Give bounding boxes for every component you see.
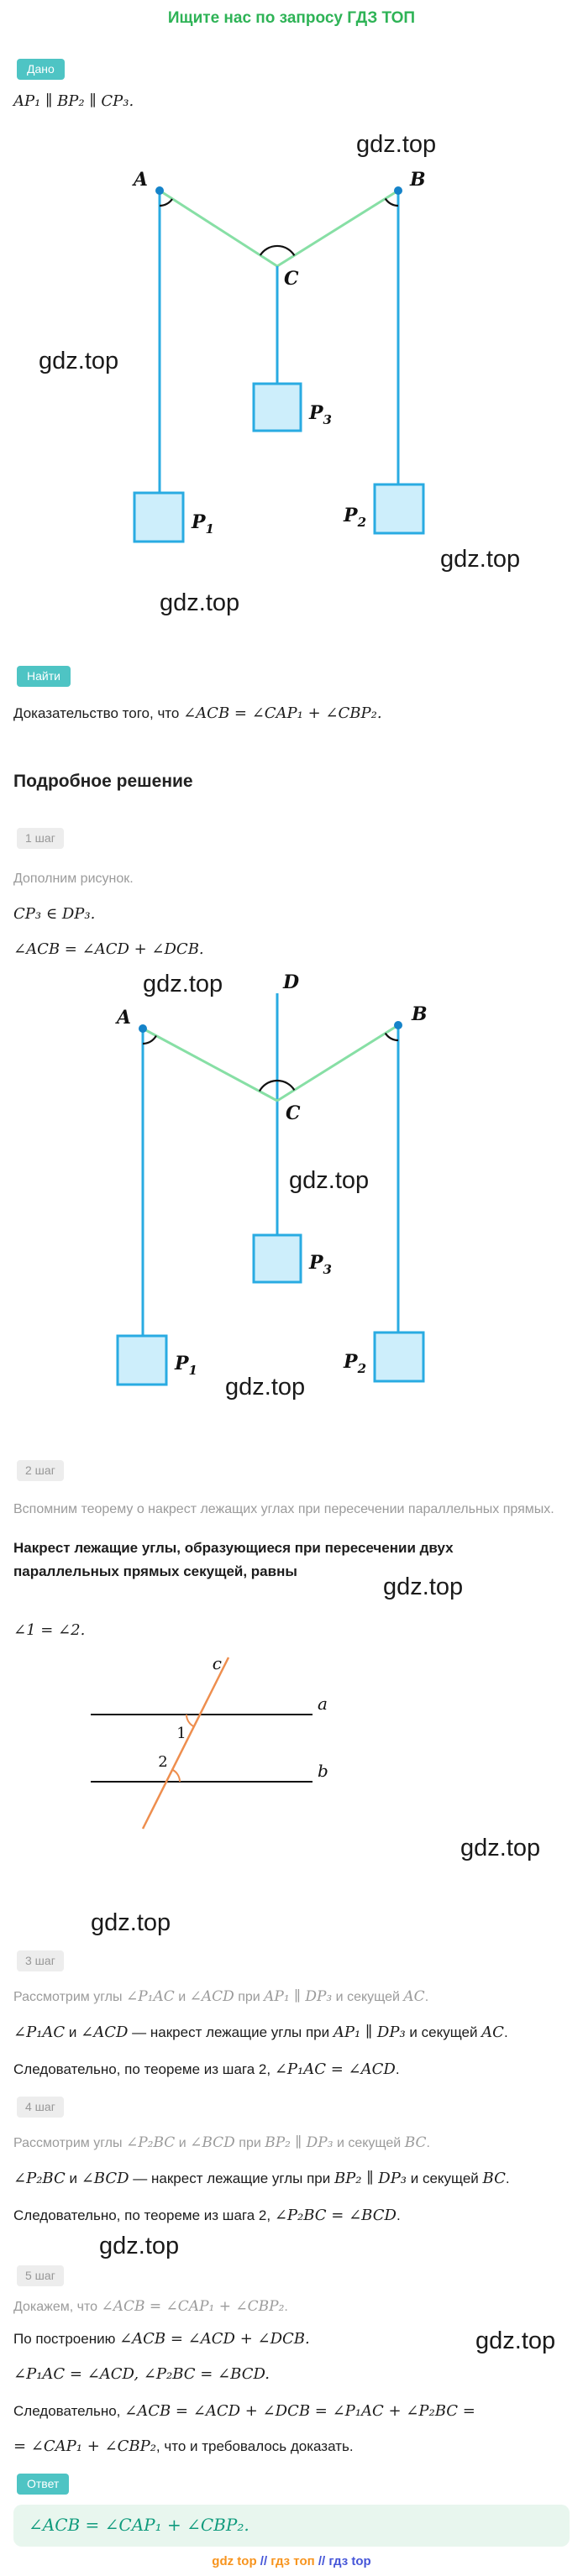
transversal-c xyxy=(141,1657,230,1830)
angle-arc-c xyxy=(259,244,296,256)
promo-banner: Ищите нас по запросу ГДЗ ТОП xyxy=(167,9,416,27)
step-3-badge: 3 шаг xyxy=(17,1950,64,1971)
label-c: C xyxy=(284,268,299,290)
watermark: gdz.top xyxy=(440,546,520,573)
segment-b-c xyxy=(276,1024,399,1102)
watermark: gdz.top xyxy=(460,1835,540,1861)
weight-p1-square xyxy=(116,1334,168,1386)
weight-p1-square xyxy=(133,491,185,543)
label-b: B xyxy=(411,1003,428,1025)
watermark: gdz.top xyxy=(143,971,223,997)
segment-a-c xyxy=(142,1027,278,1102)
watermark: gdz.top xyxy=(91,1909,171,1936)
step-1-badge: 1 шаг xyxy=(17,828,64,849)
label-p1: P1 xyxy=(174,1353,197,1378)
watermark: gdz.top xyxy=(475,2327,556,2354)
answer-statement: ∠ACB = ∠CAP₁ + ∠CBP₂. xyxy=(29,2515,249,2535)
step-4-line-1: ∠P₂BC и ∠BCD — накрест лежащие углы при … xyxy=(13,2170,510,2187)
angle-arc-2 xyxy=(171,1768,181,1783)
angle-arc-1 xyxy=(185,1714,195,1728)
label-c: c xyxy=(213,1653,222,1673)
weight-p2-square xyxy=(373,483,425,535)
label-p3: P3 xyxy=(308,1252,332,1277)
step-1-line-2: ∠ACB = ∠ACD + ∠DCB. xyxy=(13,940,204,958)
theorem-text: Накрест лежащие углы, образующиеся при п… xyxy=(13,1540,454,1579)
watermark: gdz.top xyxy=(39,348,118,374)
step-3: 3 шаг Рассмотрим углы ∠P₁AC и ∠ACD при A… xyxy=(0,1937,583,2080)
label-p2: P2 xyxy=(343,505,366,530)
label-angle-1: 1 xyxy=(176,1725,186,1742)
step-5-line-3: Следовательно, ∠ACB = ∠ACD + ∠DCB = ∠P₁A… xyxy=(13,2402,475,2420)
given-badge: Дано xyxy=(17,59,65,80)
weight-p3-square xyxy=(252,382,302,432)
step-3-line-1: ∠P₁AC и ∠ACD — накрест лежащие углы при … xyxy=(13,2024,508,2041)
label-a: A xyxy=(132,169,148,191)
solution-title: Подробное решение xyxy=(13,772,193,791)
step-1-note: Дополним рисунок. xyxy=(13,872,134,886)
answer-badge: Ответ xyxy=(17,2474,70,2495)
watermark: gdz.top xyxy=(225,1374,305,1401)
footer: gdz top // гдз топ // гдз top xyxy=(212,2554,371,2568)
label-line-a: a xyxy=(318,1694,328,1714)
label-d: D xyxy=(282,971,299,993)
point-b xyxy=(394,186,402,195)
label-c: C xyxy=(286,1102,301,1124)
step-5-line-4: = ∠CAP₁ + ∠CBP₂, что и требовалось доказ… xyxy=(13,2437,354,2455)
step-1-line-1: CP₃ ∈ DP₃. xyxy=(13,905,96,923)
step-3-note: Рассмотрим углы ∠P₁AC и ∠ACD при AP₁ ∥ D… xyxy=(13,1988,429,2005)
step-2-line-1: ∠1 = ∠2. xyxy=(13,1621,86,1639)
step-2-note: Вспомним теорему о накрест лежащих углах… xyxy=(13,1502,554,1516)
watermark: gdz.top xyxy=(356,131,436,158)
step-5: 5 шаг Докажем, что ∠ACB = ∠CAP₁ + ∠CBP₂.… xyxy=(0,2260,583,2457)
given-statement: AP₁ ∥ BP₂ ∥ CP₃. xyxy=(13,92,134,110)
find-badge: Найти xyxy=(17,666,71,687)
step-5-line-2: ∠P₁AC = ∠ACD, ∠P₂BC = ∠BCD. xyxy=(13,2365,270,2383)
watermark: gdz.top xyxy=(289,1167,369,1194)
point-a xyxy=(139,1024,147,1033)
angle-arc-a xyxy=(142,1034,157,1045)
step-1: 1 шаг Дополним рисунок. CP₃ ∈ DP₃. ∠ACB … xyxy=(0,793,583,960)
step-2: 2 шаг Вспомним теорему о накрест лежащих… xyxy=(0,1405,583,1641)
step-4-note: Рассмотрим углы ∠P₂BC и ∠BCD при BP₂ ∥ D… xyxy=(13,2134,430,2151)
find-statement: Доказательство того, что ∠ACB = ∠CAP₁ + … xyxy=(13,704,382,722)
weight-p3-square xyxy=(252,1233,302,1284)
step-2-theorem: Накрест лежащие углы, образующиеся при п… xyxy=(13,1537,517,1600)
segment-a-c xyxy=(159,189,278,268)
figure-transversal: gdz.top c a b 1 2 xyxy=(91,1653,540,1861)
step-5-badge: 5 шаг xyxy=(17,2265,64,2286)
label-b: B xyxy=(409,169,426,191)
point-b xyxy=(394,1021,402,1029)
step-5-line-1: gdz.top По построению ∠ACB = ∠ACD + ∠DCB… xyxy=(13,2327,556,2354)
watermark: gdz.top xyxy=(160,589,239,616)
label-p2: P2 xyxy=(343,1351,366,1376)
step-3-line-2: Следовательно, по теореме из шага 2, ∠P₁… xyxy=(13,2060,400,2078)
label-p3: P3 xyxy=(308,402,332,427)
step-4-badge: 4 шаг xyxy=(17,2097,64,2118)
watermark: gdz.top xyxy=(383,1573,464,1600)
angle-arc-a xyxy=(159,198,173,207)
figure-construction: gdz.top gdz.top gdz.top D A B C P1 P2 P3 xyxy=(115,971,428,1401)
label-angle-2: 2 xyxy=(158,1753,167,1771)
angle-arc-b xyxy=(384,197,399,207)
step-4: 4 шаг Рассмотрим углы ∠P₂BC и ∠BCD при B… xyxy=(0,2080,583,2226)
label-p1: P1 xyxy=(191,511,214,537)
watermark: gdz.top xyxy=(99,2233,180,2259)
angle-arc-c xyxy=(258,1079,296,1092)
label-a: A xyxy=(115,1007,131,1029)
weight-p2-square xyxy=(373,1331,425,1383)
label-line-b: b xyxy=(318,1761,328,1781)
angle-arc-b xyxy=(384,1032,399,1042)
step-5-note: Докажем, что ∠ACB = ∠CAP₁ + ∠CBP₂. xyxy=(13,2298,288,2315)
step-2-badge: 2 шаг xyxy=(17,1460,64,1481)
figure-problem: gdz.top gdz.top gdz.top gdz.top A B C P1… xyxy=(39,131,520,616)
point-a xyxy=(155,186,164,195)
step-4-line-2: Следовательно, по теореме из шага 2, ∠P₂… xyxy=(13,2207,401,2224)
segment-b-c xyxy=(276,189,399,268)
answer-box: ∠ACB = ∠CAP₁ + ∠CBP₂. xyxy=(13,2505,570,2547)
